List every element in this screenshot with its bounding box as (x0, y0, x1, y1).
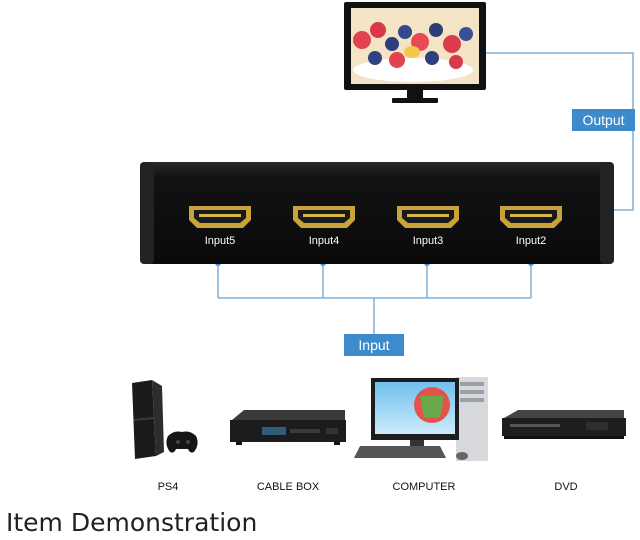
input-badge: Input (344, 334, 404, 356)
port-label-input3: Input3 (412, 235, 444, 247)
computer-icon (354, 377, 488, 461)
cable-box-icon (230, 410, 346, 445)
port-label-input2: Input2 (515, 235, 547, 247)
output-connector-line (484, 52, 634, 211)
output-badge: Output (572, 109, 635, 131)
input-connector-lines (217, 263, 532, 334)
port-label-input5: Input5 (204, 235, 236, 247)
device-label-ps4: PS4 (157, 481, 179, 493)
caption-text: Item Demonstration (6, 508, 258, 537)
hdmi-port-1 (189, 206, 251, 228)
device-label-computer: COMPUTER (392, 481, 456, 493)
monitor-icon (344, 2, 486, 103)
ps4-console-icon (132, 380, 198, 459)
hdmi-switch-body (140, 162, 614, 264)
hdmi-port-3 (397, 206, 459, 228)
hdmi-port-4 (500, 206, 562, 228)
device-label-cable-box: CABLE BOX (256, 481, 320, 493)
device-label-dvd: DVD (554, 481, 578, 493)
port-label-input4: Input4 (308, 235, 340, 247)
hdmi-port-2 (293, 206, 355, 228)
dvd-player-icon (502, 410, 626, 439)
